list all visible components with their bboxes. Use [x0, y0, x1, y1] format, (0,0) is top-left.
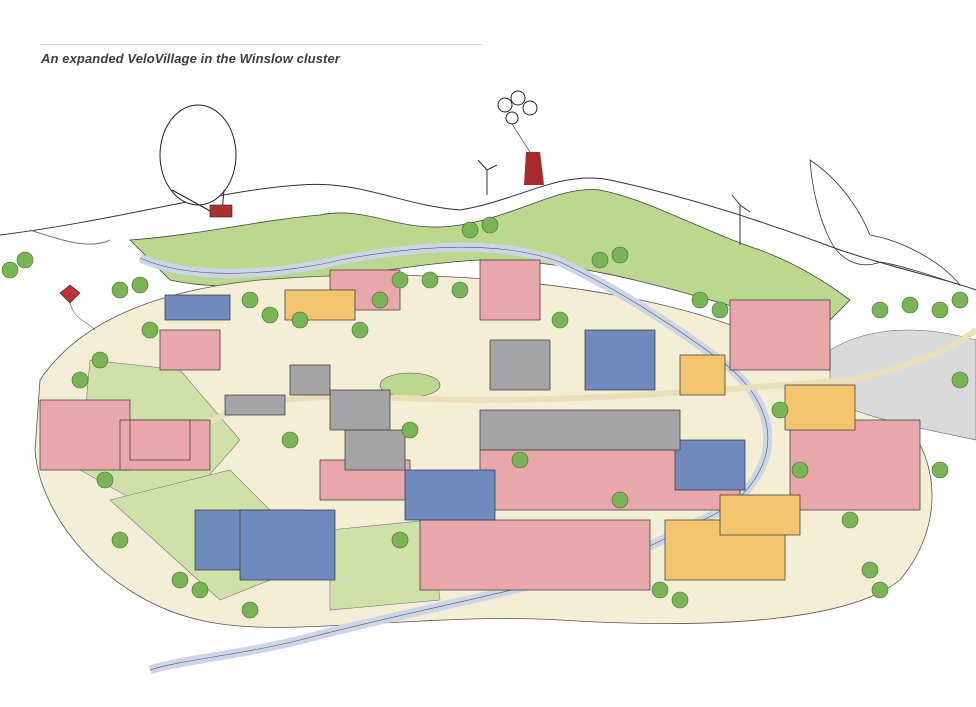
tree-icon: [171, 571, 189, 589]
civic-building-block: [239, 509, 336, 581]
tree-icon: [711, 301, 729, 319]
residential-building-block: [159, 329, 221, 371]
wind-turbine-icon: [477, 159, 498, 195]
tree-icon: [131, 276, 149, 294]
tree-icon: [951, 291, 969, 309]
residential-building-block: [729, 299, 831, 371]
tree-icon: [871, 301, 889, 319]
tree-icon: [901, 296, 919, 314]
residential-building-block: [129, 419, 191, 461]
tree-icon: [71, 371, 89, 389]
residential-building-block: [789, 419, 921, 511]
tree-icon: [951, 371, 969, 389]
residential-building-block: [479, 259, 541, 321]
tree-icon: [421, 271, 439, 289]
tree-icon: [111, 531, 129, 549]
tree-icon: [91, 351, 109, 369]
existing-building-block: [224, 394, 286, 416]
tree-icon: [241, 291, 259, 309]
tree-icon: [841, 511, 859, 529]
tree-icon: [871, 581, 889, 599]
commercial-building-block: [679, 354, 726, 396]
existing-building-block: [489, 339, 551, 391]
tree-icon: [111, 281, 129, 299]
balloons-figure-icon: [497, 90, 544, 185]
tree-icon: [591, 251, 609, 269]
tree-icon: [861, 561, 879, 579]
tree-icon: [611, 246, 629, 264]
illustration-caption: An expanded VeloVillage in the Winslow c…: [41, 51, 340, 66]
existing-building-block: [479, 409, 681, 451]
tree-icon: [1, 261, 19, 279]
commercial-building-block: [719, 494, 801, 536]
commercial-building-block: [784, 384, 856, 431]
hot-air-balloon-icon: [159, 104, 237, 218]
tree-icon: [241, 601, 259, 619]
main-road: [178, 327, 976, 443]
civic-building-block: [584, 329, 656, 391]
civic-building-block: [164, 294, 231, 321]
civic-building-block: [674, 439, 746, 491]
residential-building-block: [419, 519, 651, 591]
tree-icon: [371, 291, 389, 309]
caption-rule: [40, 44, 482, 45]
tree-icon: [96, 471, 114, 489]
tree-icon: [791, 461, 809, 479]
tree-icon: [141, 321, 159, 339]
tree-icon: [691, 291, 709, 309]
tree-icon: [391, 271, 409, 289]
existing-building-block: [289, 364, 331, 396]
wind-turbine-icon: [731, 194, 751, 245]
tree-icon: [191, 581, 209, 599]
kite-icon: [59, 284, 96, 331]
tree-icon: [16, 251, 34, 269]
tree-icon: [391, 531, 409, 549]
tree-icon: [451, 281, 469, 299]
tree-icon: [931, 461, 949, 479]
field-centre: [329, 519, 441, 611]
existing-building-block: [344, 429, 406, 471]
tree-icon: [291, 311, 309, 329]
tree-icon: [401, 421, 419, 439]
tree-icon: [351, 321, 369, 339]
tree-icon: [261, 306, 279, 324]
tree-icon: [651, 581, 669, 599]
tree-icon: [281, 431, 299, 449]
tree-icon: [551, 311, 569, 329]
tree-icon: [481, 216, 499, 234]
residential-building-block: [39, 399, 131, 471]
tree-icon: [461, 221, 479, 239]
tree-icon: [671, 591, 689, 609]
tree-icon: [511, 451, 529, 469]
eagle-icon: [809, 159, 962, 286]
parking-area: [829, 329, 976, 441]
tree-icon: [771, 401, 789, 419]
road-north: [29, 229, 111, 245]
tree-icon: [931, 301, 949, 319]
tree-icon: [611, 491, 629, 509]
existing-building-block: [329, 389, 391, 431]
civic-building-block: [404, 469, 496, 521]
